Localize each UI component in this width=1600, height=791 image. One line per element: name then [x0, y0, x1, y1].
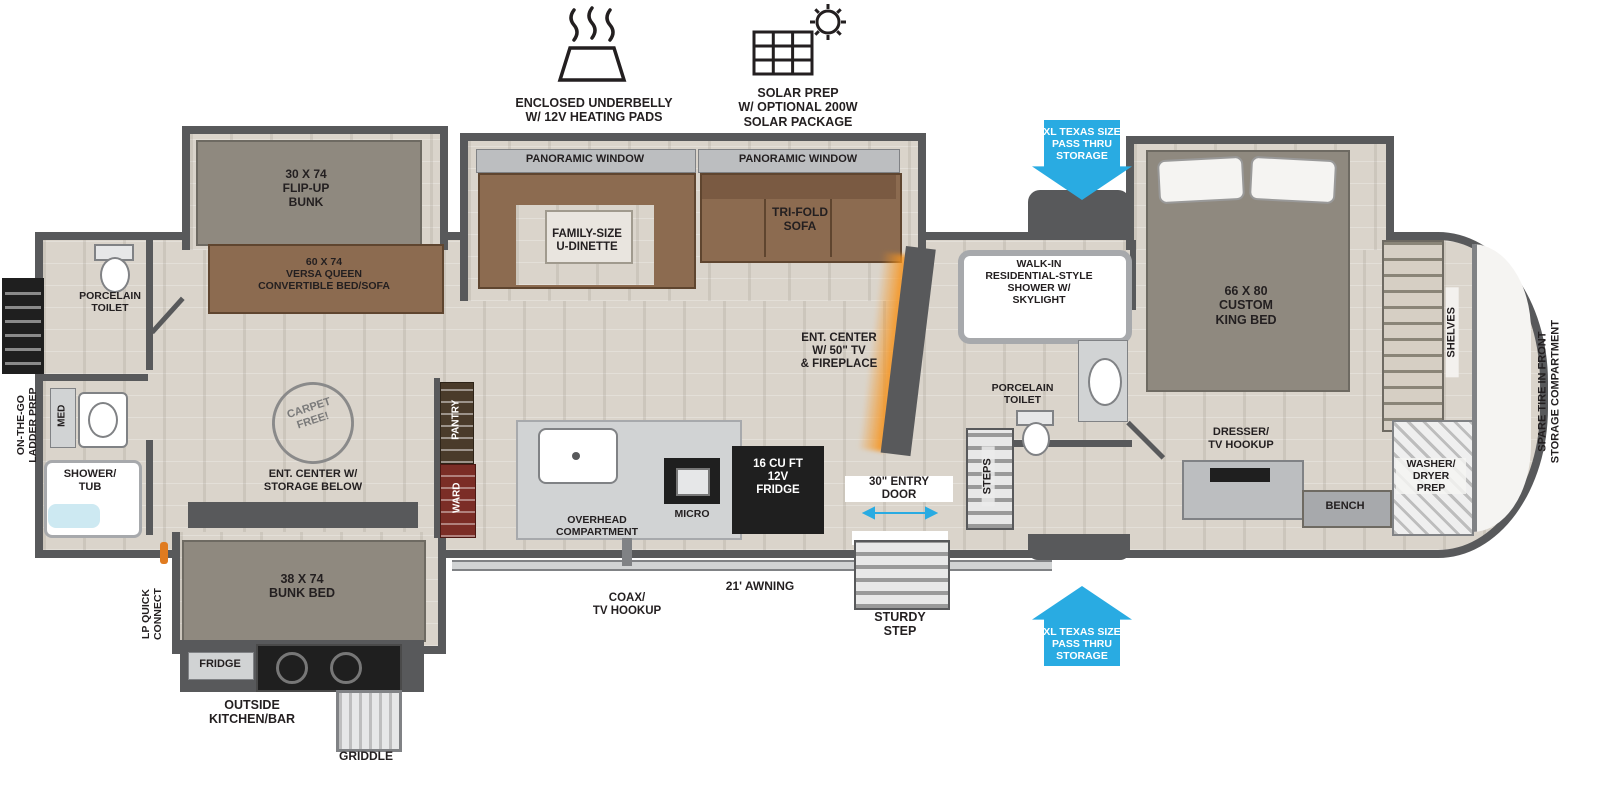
king-bed-pillow-right [1248, 155, 1338, 205]
ent-center-label: ENT. CENTER W/ 50" TV & FIREPLACE [800, 332, 878, 371]
bedroom-steps [966, 428, 1014, 530]
outside-fridge-label: FRIDGE [199, 658, 241, 670]
mid-toilet-bowl [1022, 422, 1050, 456]
outside-kitchen-label: OUTSIDE KITCHEN/BAR [208, 698, 296, 727]
shower-tub-label: SHOWER/ TUB [63, 468, 117, 493]
cooktop-burner-2 [330, 652, 362, 684]
overhead-compartment-label: OVERHEAD COMPARTMENT [555, 514, 639, 539]
pantry-label: PANTRY [450, 399, 462, 440]
outside-fridge-box [188, 652, 254, 680]
rear-ent-center [188, 502, 418, 528]
spare-tire-label: SPARE TIRE IN FRONT STORAGE COMPARTMENT [1536, 320, 1561, 464]
entry-door-label: 30" ENTRY DOOR [845, 476, 953, 503]
panoramic-window-left [476, 149, 696, 173]
tri-fold-sofa-label: TRI-FOLD SOFA [772, 205, 828, 233]
washer-dryer-label: WASHER/ DRYER PREP [1396, 458, 1466, 495]
shower-tub-water [48, 504, 100, 528]
sofa-seam-2 [830, 199, 832, 257]
ladder-prep-label: ON-THE-GO LADDER PREP [14, 387, 39, 463]
kitchen-faucet [572, 452, 580, 460]
dresser-label: DRESSER/ TV HOOKUP [1208, 426, 1274, 451]
bench-label: BENCH [1325, 500, 1365, 512]
solar-prep-icon [748, 2, 848, 88]
lp-quick-connect-fitting [160, 542, 168, 564]
pass-thru-bottom-label: XL TEXAS SIZE PASS THRU STORAGE [1043, 626, 1121, 663]
cooktop-burner-1 [276, 652, 308, 684]
steps-label: STEPS [981, 446, 995, 507]
flip-up-bunk [196, 140, 422, 246]
pass-thru-arrow-top: XL TEXAS SIZE PASS THRU STORAGE [1032, 120, 1132, 200]
rear-toilet-label: PORCELAIN TOILET [79, 290, 141, 315]
panoramic-window-right [698, 149, 900, 173]
pass-thru-storage-bottom [1028, 534, 1130, 560]
awning-rail [452, 560, 1052, 571]
sturdy-step [854, 540, 950, 610]
coax-label: COAX/ TV HOOKUP [592, 592, 662, 618]
sofa-seam-1 [764, 199, 766, 257]
panoramic-window-left-label: PANORAMIC WINDOW [525, 153, 645, 165]
bedroom-divider-wall [1130, 240, 1136, 310]
pass-thru-storage-top [1028, 190, 1130, 240]
underbelly-label: ENCLOSED UNDERBELLY W/ 12V HEATING PADS [515, 96, 673, 125]
rear-bath-wall-vertical [146, 240, 153, 370]
med-cabinet [50, 388, 76, 448]
pantry-cabinet [440, 382, 474, 464]
fridge-label: 16 CU FT 12V FRIDGE [753, 458, 803, 497]
rear-toilet-bowl [100, 257, 130, 293]
med-cabinet-label: MED [56, 404, 68, 427]
entry-door-arrow-icon [852, 506, 948, 520]
pass-thru-arrow-bottom: XL TEXAS SIZE PASS THRU STORAGE [1032, 586, 1132, 666]
sturdy-step-label: STURDY STEP [874, 610, 926, 639]
solar-prep-label: SOLAR PREP W/ OPTIONAL 200W SOLAR PACKAG… [738, 86, 858, 129]
rear-ladder [2, 278, 44, 374]
tri-fold-sofa-back [702, 175, 896, 199]
micro-label: MICRO [674, 508, 710, 520]
mid-toilet-label: PORCELAIN TOILET [991, 382, 1054, 407]
versa-queen-label: 60 X 74 VERSA QUEEN CONVERTIBLE BED/SOFA [258, 256, 390, 293]
bench [1302, 490, 1392, 528]
rear-bath-wall-vertical-2 [146, 440, 153, 535]
front-cap [1472, 244, 1531, 532]
shelves [1382, 240, 1444, 432]
dresser-tv [1210, 468, 1270, 482]
ward-cabinet [440, 464, 476, 538]
mid-bath-wall [1012, 440, 1132, 447]
walk-in-shower [958, 250, 1132, 344]
closet-wall [434, 378, 440, 538]
underbelly-heat-icon [548, 6, 636, 84]
rear-ent-center-label: ENT. CENTER W/ STORAGE BELOW [263, 468, 363, 493]
panoramic-window-right-label: PANORAMIC WINDOW [738, 153, 858, 165]
fridge [732, 446, 824, 534]
pass-thru-top-label: XL TEXAS SIZE PASS THRU STORAGE [1043, 126, 1121, 163]
mid-sink-basin [1088, 358, 1122, 406]
shelves-label: SHELVES [1445, 287, 1459, 378]
walk-in-shower-label: WALK-IN RESIDENTIAL-STYLE SHOWER W/ SKYL… [985, 258, 1093, 307]
rear-bath-wall-horizontal [42, 374, 148, 381]
microwave-door [676, 468, 710, 496]
flip-up-bunk-label: 30 X 74 FLIP-UP BUNK [282, 167, 330, 209]
ward-label: WARD [451, 482, 463, 514]
coax-marker [622, 538, 632, 566]
bunk-bed [182, 540, 426, 642]
awning-label: 21' AWNING [725, 579, 795, 593]
versa-queen-sofa [208, 244, 444, 314]
bunk-bed-label: 38 X 74 BUNK BED [269, 572, 335, 601]
griddle-label: GRIDDLE [339, 749, 393, 763]
u-dinette-label: FAMILY-SIZE U-DINETTE [552, 228, 622, 254]
king-bed-pillow-left [1156, 155, 1246, 205]
lp-quick-connect-label: LP QUICK CONNECT [139, 588, 164, 641]
king-bed-label: 66 X 80 CUSTOM KING BED [1215, 284, 1277, 327]
griddle [336, 690, 402, 752]
rear-sink-basin [88, 402, 118, 438]
u-dinette-table [545, 210, 633, 264]
